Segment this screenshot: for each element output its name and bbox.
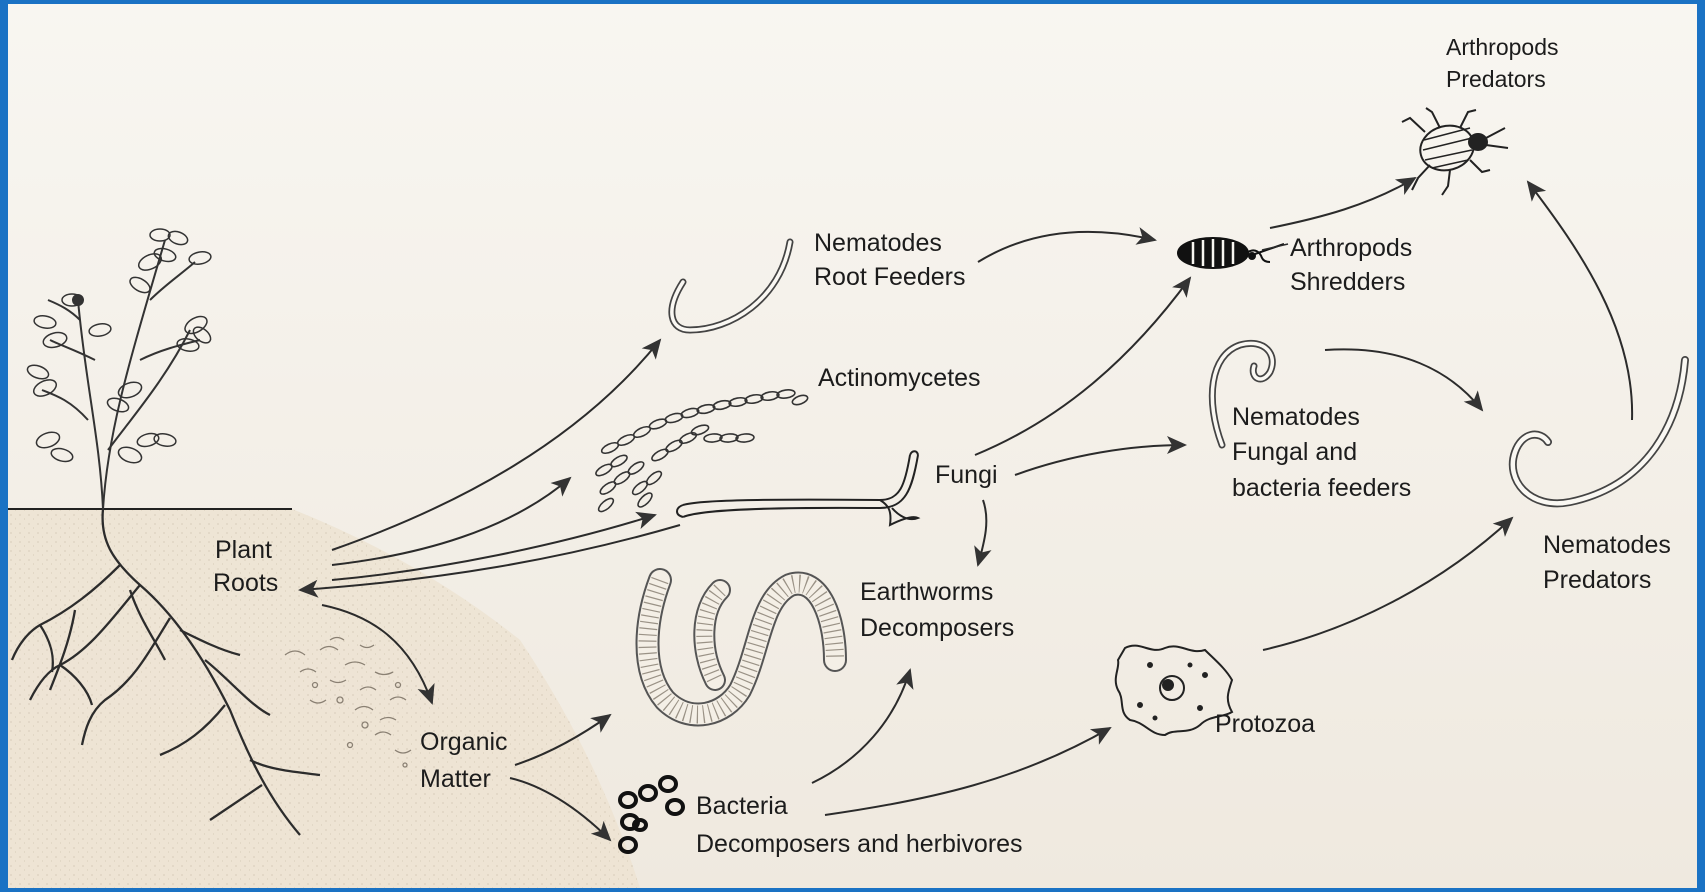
nematodes-predators-role: Predators bbox=[1543, 566, 1651, 594]
nematodes-fungal-feeders-role-line2: bacteria feeders bbox=[1232, 474, 1411, 502]
protozoa-label: Protozoa bbox=[1215, 710, 1315, 738]
nematodes-predators-name: Nematodes bbox=[1543, 531, 1671, 559]
arthropods-predators-name: Arthropods bbox=[1446, 34, 1559, 60]
bacteria-role: Decomposers and herbivores bbox=[696, 830, 1023, 858]
nematodes-fungal-feeders-role-line1: Fungal and bbox=[1232, 438, 1357, 466]
bacteria-name: Bacteria bbox=[696, 792, 788, 820]
arthropods-shredders-role: Shredders bbox=[1290, 268, 1405, 296]
earthworms-name: Earthworms bbox=[860, 578, 993, 606]
nematodes-root-feeders-name: Nematodes bbox=[814, 229, 942, 257]
earthworms-role: Decomposers bbox=[860, 614, 1014, 642]
nematodes-fungal-feeders-name: Nematodes bbox=[1232, 403, 1360, 431]
actinomycetes-label: Actinomycetes bbox=[818, 364, 981, 392]
plant-roots-label-line2: Roots bbox=[213, 569, 278, 597]
organic-matter-label-line2: Matter bbox=[420, 765, 491, 793]
fungi-label: Fungi bbox=[935, 461, 998, 489]
nematodes-root-feeders-role: Root Feeders bbox=[814, 263, 965, 291]
organic-matter-label-line1: Organic bbox=[420, 728, 508, 756]
arthropods-predators-role: Predators bbox=[1446, 66, 1546, 92]
arthropods-shredders-name: Arthropods bbox=[1290, 234, 1412, 262]
plant-roots-label-line1: Plant bbox=[215, 536, 272, 564]
